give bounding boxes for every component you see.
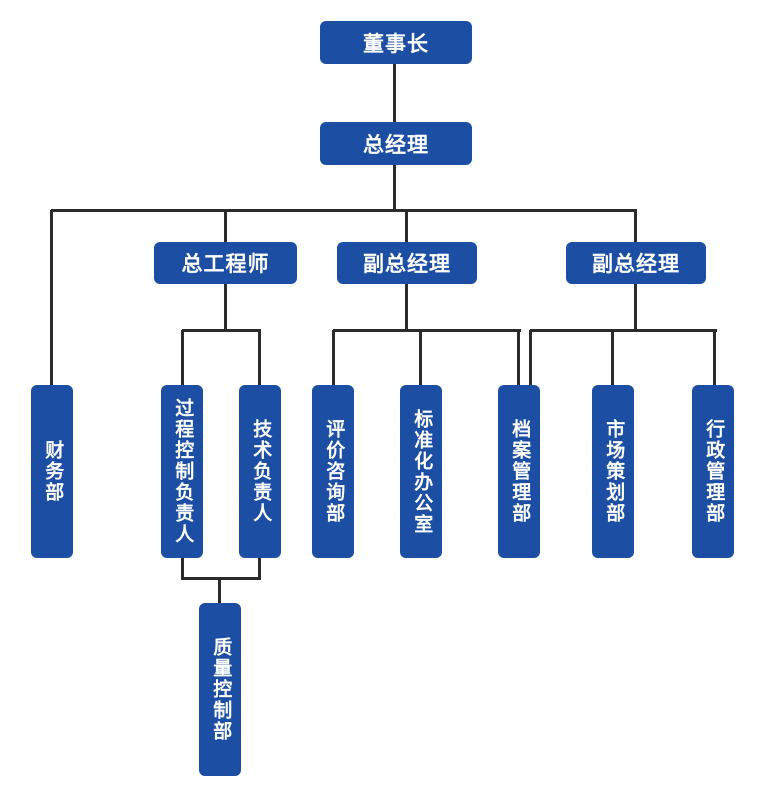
connector-quality-bus bbox=[182, 577, 261, 580]
org-node-chairman[interactable]: 董事长 bbox=[320, 21, 472, 64]
connector-quality-drop bbox=[218, 578, 221, 605]
connector-process-drop bbox=[181, 558, 184, 580]
org-node-label-quality-control: 质量控制部 bbox=[210, 637, 232, 742]
connector-bus-to-marketing bbox=[611, 330, 614, 385]
connector-deputy1-bus bbox=[333, 329, 521, 332]
connector-bus-to-technical bbox=[258, 330, 261, 385]
org-node-label-standardization: 标准化办公室 bbox=[411, 408, 433, 535]
connector-bus-to-admin bbox=[713, 330, 716, 385]
org-node-label-general-manager: 总经理 bbox=[363, 133, 429, 157]
connector-deputy1-drop bbox=[405, 284, 408, 330]
org-node-label-archive-dept: 档案管理部 bbox=[509, 419, 531, 524]
org-node-label-deputy-gm-1: 副总经理 bbox=[363, 253, 451, 276]
org-node-label-chairman: 董事长 bbox=[363, 32, 429, 56]
org-node-evaluation-dept[interactable]: 评价咨询部 bbox=[312, 385, 354, 558]
connector-bus-to-standardization bbox=[419, 330, 422, 385]
org-node-label-finance-dept: 财务部 bbox=[42, 440, 64, 503]
org-node-deputy-gm-2[interactable]: 副总经理 bbox=[566, 242, 706, 284]
org-node-admin-dept[interactable]: 行政管理部 bbox=[692, 385, 734, 558]
connector-bus-to-deputy2 bbox=[634, 210, 637, 242]
org-node-general-manager[interactable]: 总经理 bbox=[320, 122, 472, 165]
org-node-label-deputy-gm-2: 副总经理 bbox=[592, 253, 680, 276]
connector-bus-to-archive-right bbox=[529, 330, 532, 385]
org-node-marketing-dept[interactable]: 市场策划部 bbox=[592, 385, 634, 558]
org-node-label-admin-dept: 行政管理部 bbox=[703, 419, 725, 524]
connector-bus-to-evaluation bbox=[332, 330, 335, 385]
org-node-standardization[interactable]: 标准化办公室 bbox=[400, 385, 442, 558]
connector-bus-to-chief-engineer bbox=[224, 210, 227, 242]
org-node-technical-lead[interactable]: 技术负责人 bbox=[239, 385, 281, 558]
connector-chief-engineer-drop bbox=[224, 284, 227, 330]
connector-chief-engineer-bus bbox=[182, 329, 261, 332]
org-node-finance-dept[interactable]: 财务部 bbox=[31, 385, 73, 558]
connector-bus-to-deputy1 bbox=[405, 210, 408, 242]
connector-deputy2-bus bbox=[530, 329, 717, 332]
connector-gm-drop bbox=[393, 165, 396, 210]
connector-bus-to-process bbox=[181, 330, 184, 385]
org-node-label-chief-engineer: 总工程师 bbox=[181, 253, 270, 276]
org-node-label-process-control: 过程控制负责人 bbox=[172, 398, 194, 545]
connector-chairman-to-gm bbox=[393, 64, 396, 122]
org-node-quality-control[interactable]: 质量控制部 bbox=[199, 603, 241, 776]
connector-deputy2-drop bbox=[634, 284, 637, 330]
org-node-deputy-gm-1[interactable]: 副总经理 bbox=[337, 242, 477, 284]
connector-level3-bus bbox=[51, 209, 637, 212]
connector-bus-to-finance bbox=[50, 210, 53, 385]
connector-technical-drop bbox=[258, 558, 261, 580]
org-node-label-technical-lead: 技术负责人 bbox=[250, 419, 272, 524]
org-node-label-evaluation-dept: 评价咨询部 bbox=[323, 419, 345, 524]
connector-bus-to-archive-left bbox=[517, 330, 520, 385]
org-node-process-control[interactable]: 过程控制负责人 bbox=[161, 385, 203, 558]
org-node-label-marketing-dept: 市场策划部 bbox=[603, 419, 625, 524]
org-node-archive-dept[interactable]: 档案管理部 bbox=[498, 385, 540, 558]
org-node-chief-engineer[interactable]: 总工程师 bbox=[154, 242, 297, 284]
